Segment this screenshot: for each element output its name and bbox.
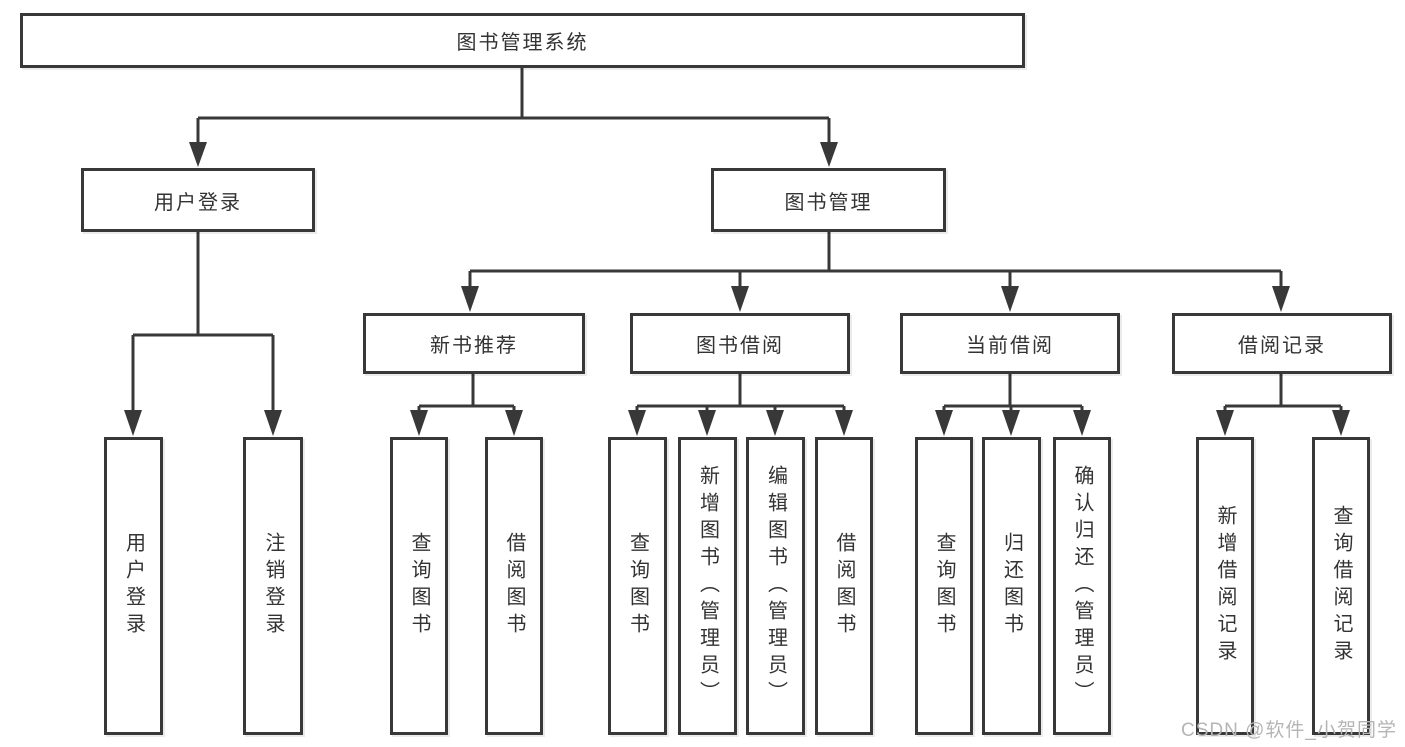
node-label-system: 图书管理系统 [456,32,589,54]
node-book-borrow: 图书借阅 [630,313,850,374]
node-label-return-book: 归还图书 [1000,532,1023,640]
node-add-borrow-record: 新增借阅记录 [1196,437,1254,735]
node-label-edit-book-admin: 编辑图书（管理员） [764,464,787,708]
node-logout: 注销登录 [243,437,303,735]
node-label-borrow-query-book: 查询图书 [626,532,649,640]
node-login: 用户登录 [104,437,163,735]
node-label-add-book-admin: 新增图书（管理员） [696,464,719,708]
node-label-newbook-borrow-book: 借阅图书 [503,532,525,640]
node-borrow-query-book: 查询图书 [608,437,667,735]
node-confirm-return-admin: 确认归还（管理员） [1053,437,1111,735]
node-label-query-borrow-record: 查询借阅记录 [1330,505,1352,667]
node-edit-book-admin: 编辑图书（管理员） [746,437,805,735]
node-label-book-management-module: 图书管理 [784,191,873,214]
node-label-book-borrow: 图书借阅 [696,335,784,357]
node-label-new-book-recommend: 新书推荐 [430,335,518,357]
node-label-borrow-borrow-book: 借阅图书 [833,532,855,640]
csdn-watermark: CSDN @软件_小贺同学 [1181,720,1397,741]
node-new-book-recommend: 新书推荐 [363,313,585,374]
node-label-borrow-records: 借阅记录 [1238,335,1326,357]
node-label-login: 用户登录 [122,532,145,640]
node-return-book: 归还图书 [982,437,1041,735]
node-current-query-book: 查询图书 [915,437,973,735]
node-newbook-query-book: 查询图书 [390,437,448,735]
node-label-newbook-query-book: 查询图书 [408,532,430,640]
node-label-current-query-book: 查询图书 [933,532,955,640]
node-borrow-records: 借阅记录 [1172,313,1392,374]
node-label-current-borrow: 当前借阅 [966,335,1054,357]
node-newbook-borrow-book: 借阅图书 [485,437,543,735]
node-label-user-login-module: 用户登录 [154,191,242,214]
node-add-book-admin: 新增图书（管理员） [678,437,737,735]
node-current-borrow: 当前借阅 [900,313,1120,374]
node-borrow-borrow-book: 借阅图书 [815,437,873,735]
node-book-management-module: 图书管理 [711,168,946,232]
node-system-root: 图书管理系统 [20,13,1025,68]
arrowhead-icons [124,142,1350,436]
node-label-logout: 注销登录 [262,532,284,640]
node-query-borrow-record: 查询借阅记录 [1312,437,1370,735]
node-label-add-borrow-record: 新增借阅记录 [1214,505,1236,667]
node-user-login-module: 用户登录 [81,168,315,232]
node-label-confirm-return-admin: 确认归还（管理员） [1071,464,1093,708]
